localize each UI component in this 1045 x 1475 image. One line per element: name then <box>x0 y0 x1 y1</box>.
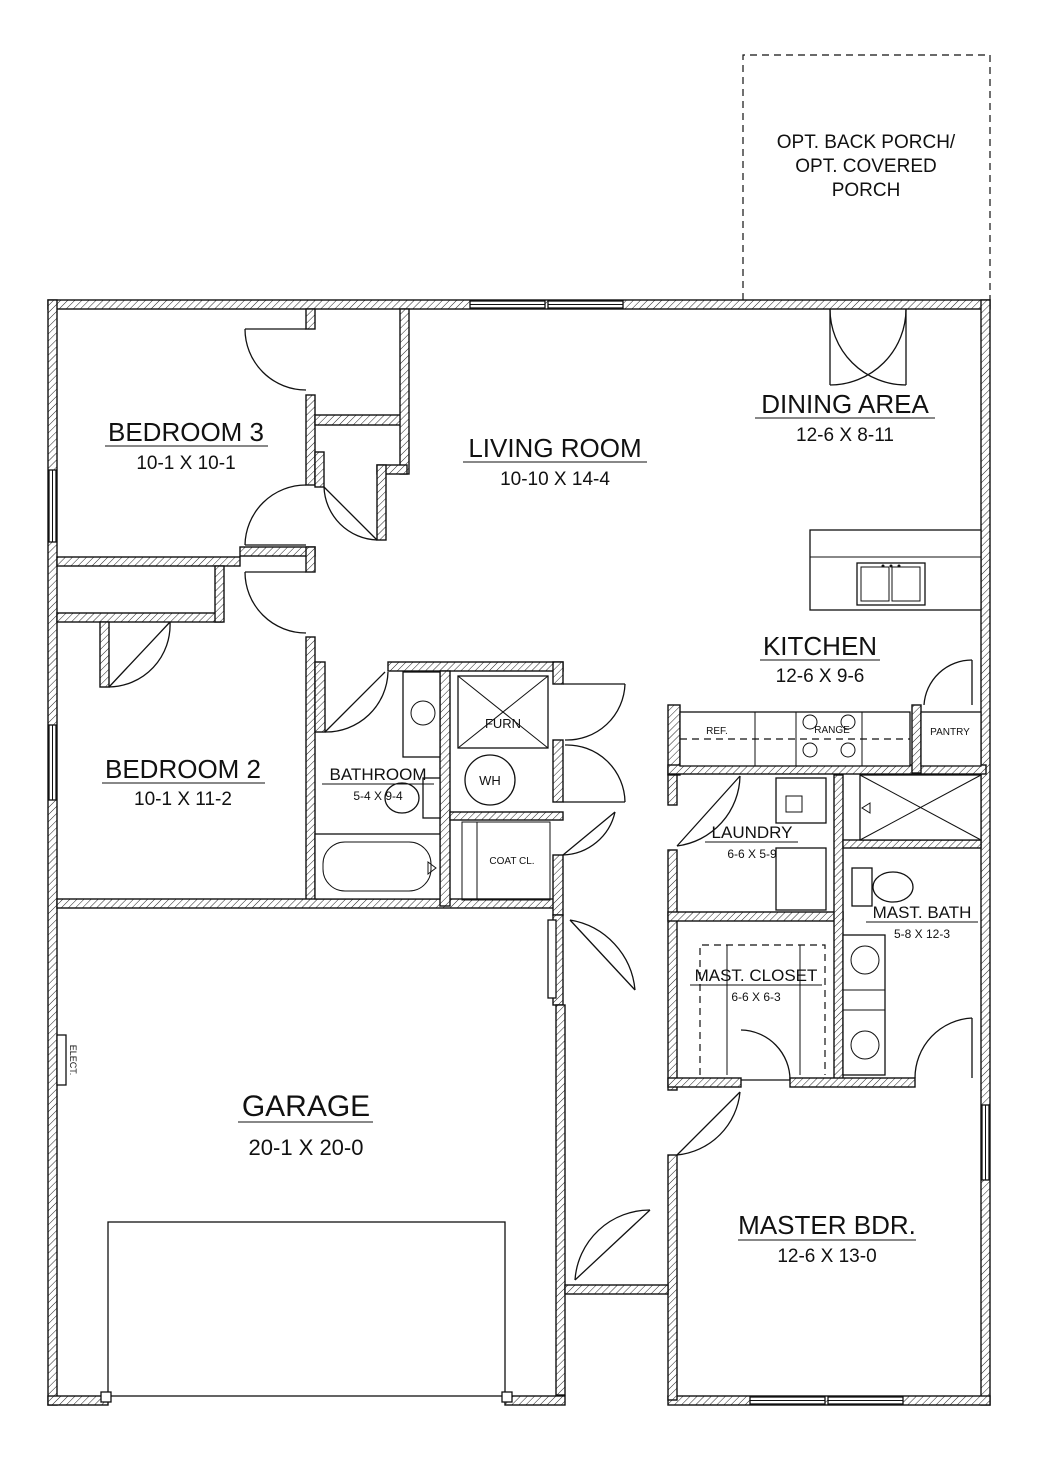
room-dims: 20-1 X 20-0 <box>249 1135 364 1160</box>
room-dims: 12-6 X 9-6 <box>776 666 865 687</box>
room-garage: GARAGE 20-1 X 20-0 <box>238 1090 373 1160</box>
room-name: LIVING ROOM <box>468 433 641 463</box>
room-name: GARAGE <box>242 1090 370 1123</box>
water-heater-label: WH <box>479 773 501 788</box>
furnace-label: FURN <box>485 716 521 731</box>
room-dims: 10-1 X 11-2 <box>134 789 232 810</box>
pantry-label: PANTRY <box>930 727 970 738</box>
porch-label: OPT. BACK PORCH/ OPT. COVERED PORCH <box>777 132 956 201</box>
room-name: BEDROOM 2 <box>105 754 261 784</box>
room-dims: 5-4 X 9-4 <box>353 789 403 803</box>
windows <box>48 300 990 1405</box>
doors <box>108 308 973 1281</box>
porch-line-1: OPT. BACK PORCH/ <box>777 132 956 153</box>
room-master-bath: MAST. BATH 5-8 X 12-3 <box>866 903 978 941</box>
room-dims: 6-6 X 5-9 <box>727 847 777 861</box>
room-kitchen: KITCHEN 12-6 X 9-6 <box>760 631 880 687</box>
room-dims: 10-10 X 14-4 <box>500 469 610 490</box>
optional-porch <box>742 54 991 300</box>
room-name: BATHROOM <box>330 765 427 784</box>
range-label: RANGE <box>814 725 850 736</box>
room-dims: 5-8 X 12-3 <box>894 927 950 941</box>
room-name: DINING AREA <box>761 389 929 419</box>
room-living-room: LIVING ROOM 10-10 X 14-4 <box>463 433 647 490</box>
room-name: BEDROOM 3 <box>108 417 264 447</box>
room-bedroom-2: BEDROOM 2 10-1 X 11-2 <box>102 754 265 810</box>
room-name: MAST. CLOSET <box>695 966 818 985</box>
room-laundry: LAUNDRY 6-6 X 5-9 <box>705 823 798 861</box>
room-master-bedroom: MASTER BDR. 12-6 X 13-0 <box>738 1210 916 1267</box>
room-name: LAUNDRY <box>712 823 793 842</box>
room-name: MASTER BDR. <box>738 1210 916 1240</box>
coat-closet-label: COAT CL. <box>489 856 534 867</box>
room-dims: 6-6 X 6-3 <box>731 990 781 1004</box>
fixture-labels: FURN WH COAT CL. REF. RANGE PANTRY ELECT… <box>68 716 970 1075</box>
room-dims: 10-1 X 10-1 <box>136 453 235 474</box>
room-dims: 12-6 X 13-0 <box>777 1246 876 1267</box>
room-bathroom: BATHROOM 5-4 X 9-4 <box>322 765 434 803</box>
refrigerator-label: REF. <box>706 726 728 737</box>
room-dims: 12-6 X 8-11 <box>796 425 894 446</box>
porch-line-3: PORCH <box>832 180 901 201</box>
room-name: MAST. BATH <box>873 903 972 922</box>
fixtures <box>56 529 982 1403</box>
room-bedroom-3: BEDROOM 3 10-1 X 10-1 <box>105 417 268 474</box>
room-dining-area: DINING AREA 12-6 X 8-11 <box>755 389 935 446</box>
electrical-label: ELECT. <box>68 1045 78 1076</box>
room-master-closet: MAST. CLOSET 6-6 X 6-3 <box>690 966 822 1004</box>
porch-line-2: OPT. COVERED <box>795 156 936 177</box>
room-name: KITCHEN <box>763 631 877 661</box>
